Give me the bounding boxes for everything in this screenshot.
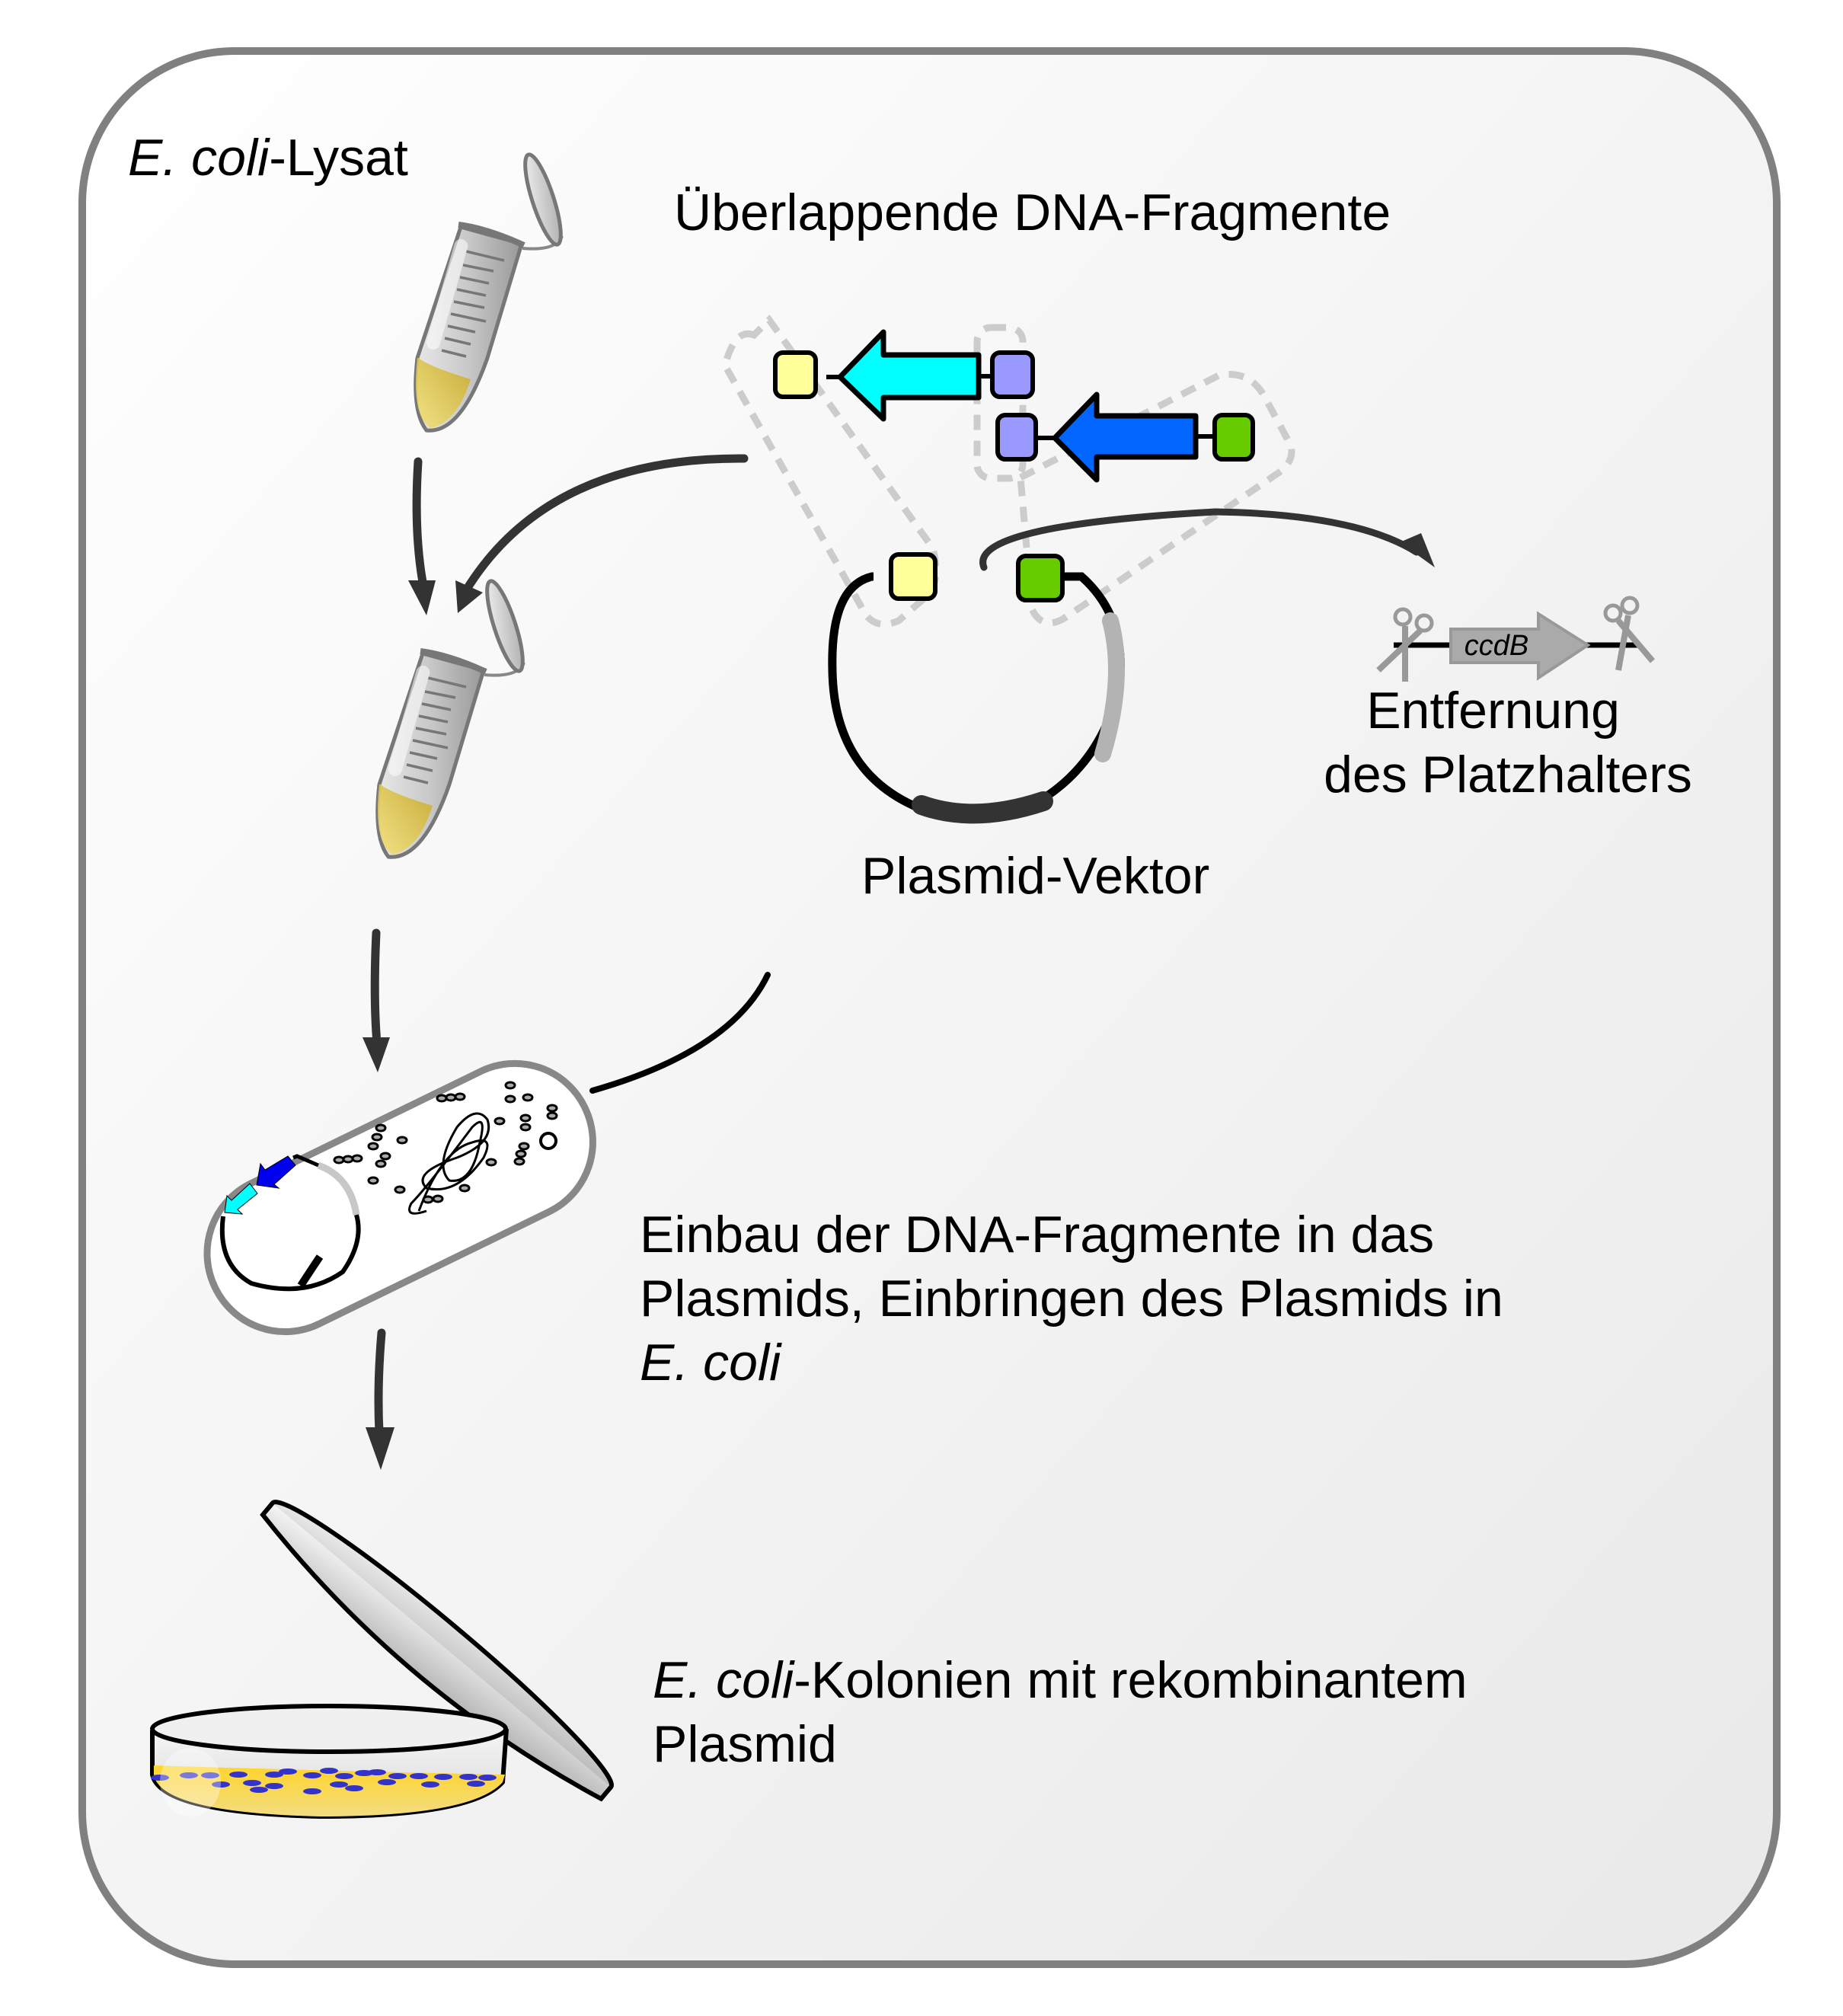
overlap-box-lavender-2: [995, 413, 1038, 462]
placeholder-removal-label: Entfernung des Platzhalters: [1324, 682, 1692, 804]
colonies: [151, 1768, 497, 1794]
vector-label: Plasmid-Vektor: [861, 847, 1209, 905]
plasmid-segment-gray: [1094, 612, 1125, 762]
lysate-label: E. coli-Lysat: [128, 129, 408, 187]
petri-dish-icon: [150, 1500, 614, 1820]
flow-arrow-1: [408, 457, 436, 615]
ccdb-label: ccdB: [1464, 630, 1528, 662]
petri-lid: [260, 1500, 614, 1802]
overlap-outlines: [721, 315, 1295, 628]
plasmid-vector: [828, 552, 1125, 824]
overlap-outline-lavender: [973, 324, 1027, 482]
plasmid-segment-dark: [912, 791, 1053, 824]
fragment-cyan-in-cell: [224, 1183, 258, 1215]
dna-fragment-2: [995, 391, 1255, 483]
scissors-icon: [1603, 596, 1656, 671]
insertion-label: Einbau der DNA-Fragmente in das Plasmids…: [640, 1206, 1518, 1391]
flow-arrow-3: [366, 1328, 394, 1470]
ccdb-arrow: [1449, 611, 1591, 681]
flow-arrow-fragments-to-tube: [455, 454, 749, 613]
fragment-blue-in-cell: [256, 1155, 296, 1189]
plasmid-to-cell-line: [589, 972, 771, 1094]
lysate-tube-icon: [414, 152, 564, 433]
flow-arrow-2: [363, 928, 390, 1072]
dna-fragment-1: [773, 329, 1035, 422]
mixed-tube-icon: [375, 579, 525, 859]
overlap-box-green-1: [1212, 413, 1255, 462]
overlap-box-lavender-1: [990, 350, 1035, 399]
fragment2-arrow: [1052, 391, 1199, 483]
overlap-box-yellow-vector: [889, 552, 937, 601]
fragments-label: Überlappende DNA-Fragmente: [674, 184, 1391, 241]
overlap-box-yellow: [773, 350, 818, 399]
ecoli-cell-icon: [203, 1059, 596, 1336]
overlap-box-green-vector: [1016, 554, 1065, 602]
overlap-outline-yellow: [721, 315, 940, 628]
flow-arrow-placeholder: [979, 508, 1435, 571]
ribosomes: [333, 1081, 558, 1204]
colonies-label: E. coli-Kolonien mit rekombinantem Plasm…: [653, 1651, 1482, 1773]
fragment1-arrow: [837, 329, 982, 422]
overlap-outline-green: [1017, 371, 1295, 627]
scissors-icon: [1376, 607, 1434, 682]
ccdb-placeholder: ccdB: [1376, 596, 1656, 682]
